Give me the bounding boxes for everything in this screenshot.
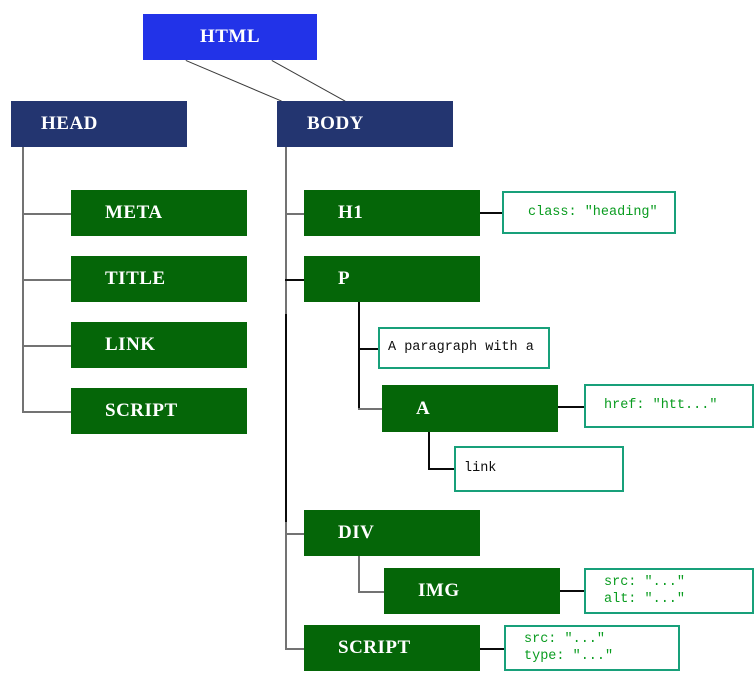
connector-a-text: [428, 468, 454, 470]
connector-a-attr: [558, 406, 584, 408]
connector-img-attr: [560, 590, 584, 592]
leaf-h1-class-attribute[interactable]: class: "heading": [502, 191, 676, 234]
connector-p-text: [358, 348, 378, 350]
connector-body-h1: [285, 213, 306, 215]
node-head[interactable]: HEAD: [11, 101, 187, 147]
leaf-a-href-attribute[interactable]: href: "htt...": [584, 384, 754, 428]
connector-html-body: [271, 60, 346, 102]
node-a[interactable]: A: [382, 385, 558, 432]
connector-head-link: [22, 345, 72, 347]
connector-h1-attr: [480, 212, 504, 214]
node-link[interactable]: LINK: [71, 322, 247, 368]
connector-body-spine-lower: [285, 522, 287, 649]
node-body[interactable]: BODY: [277, 101, 453, 147]
connector-body-script: [285, 648, 306, 650]
connector-div-img: [358, 591, 386, 593]
node-meta[interactable]: META: [71, 190, 247, 236]
node-title[interactable]: TITLE: [71, 256, 247, 302]
leaf-h1-class-text: class: "heading": [528, 204, 658, 220]
connector-div-spine: [358, 555, 360, 592]
connector-head-script: [22, 411, 72, 413]
leaf-img-attributes[interactable]: src: "..." alt: "...": [584, 568, 754, 614]
leaf-p-text-node[interactable]: A paragraph with a: [378, 327, 550, 369]
connector-body-spine-mid: [285, 314, 287, 522]
connector-head-title: [22, 279, 72, 281]
leaf-a-text-node[interactable]: link: [454, 446, 624, 492]
connector-script-attr: [480, 648, 504, 650]
leaf-img-src-text: src: "...": [604, 574, 686, 590]
leaf-a-text-content: link: [464, 461, 497, 477]
node-body-script[interactable]: SCRIPT: [304, 625, 480, 671]
connector-p-spine: [358, 302, 360, 409]
node-div[interactable]: DIV: [304, 510, 480, 556]
node-p[interactable]: P: [304, 256, 480, 302]
node-head-script[interactable]: SCRIPT: [71, 388, 247, 434]
connector-html-head: [185, 60, 282, 102]
leaf-script-type-text: type: "...": [524, 649, 614, 664]
connector-p-a: [358, 408, 384, 410]
connector-head-meta: [22, 213, 72, 215]
leaf-img-alt-text: alt: "...": [604, 592, 686, 607]
leaf-a-href-text: href: "htt...": [604, 398, 718, 414]
leaf-script-attributes[interactable]: src: "..." type: "...": [504, 625, 680, 671]
node-html[interactable]: HTML: [143, 14, 317, 60]
node-img[interactable]: IMG: [384, 568, 560, 614]
node-h1[interactable]: H1: [304, 190, 480, 236]
connector-body-spine-upper: [285, 147, 287, 314]
leaf-script-src-text: src: "...": [524, 631, 606, 647]
connector-body-p: [285, 279, 306, 281]
leaf-p-text-content: A paragraph with a: [388, 340, 534, 356]
connector-body-div: [285, 533, 306, 535]
connector-a-text-spine: [428, 432, 430, 469]
